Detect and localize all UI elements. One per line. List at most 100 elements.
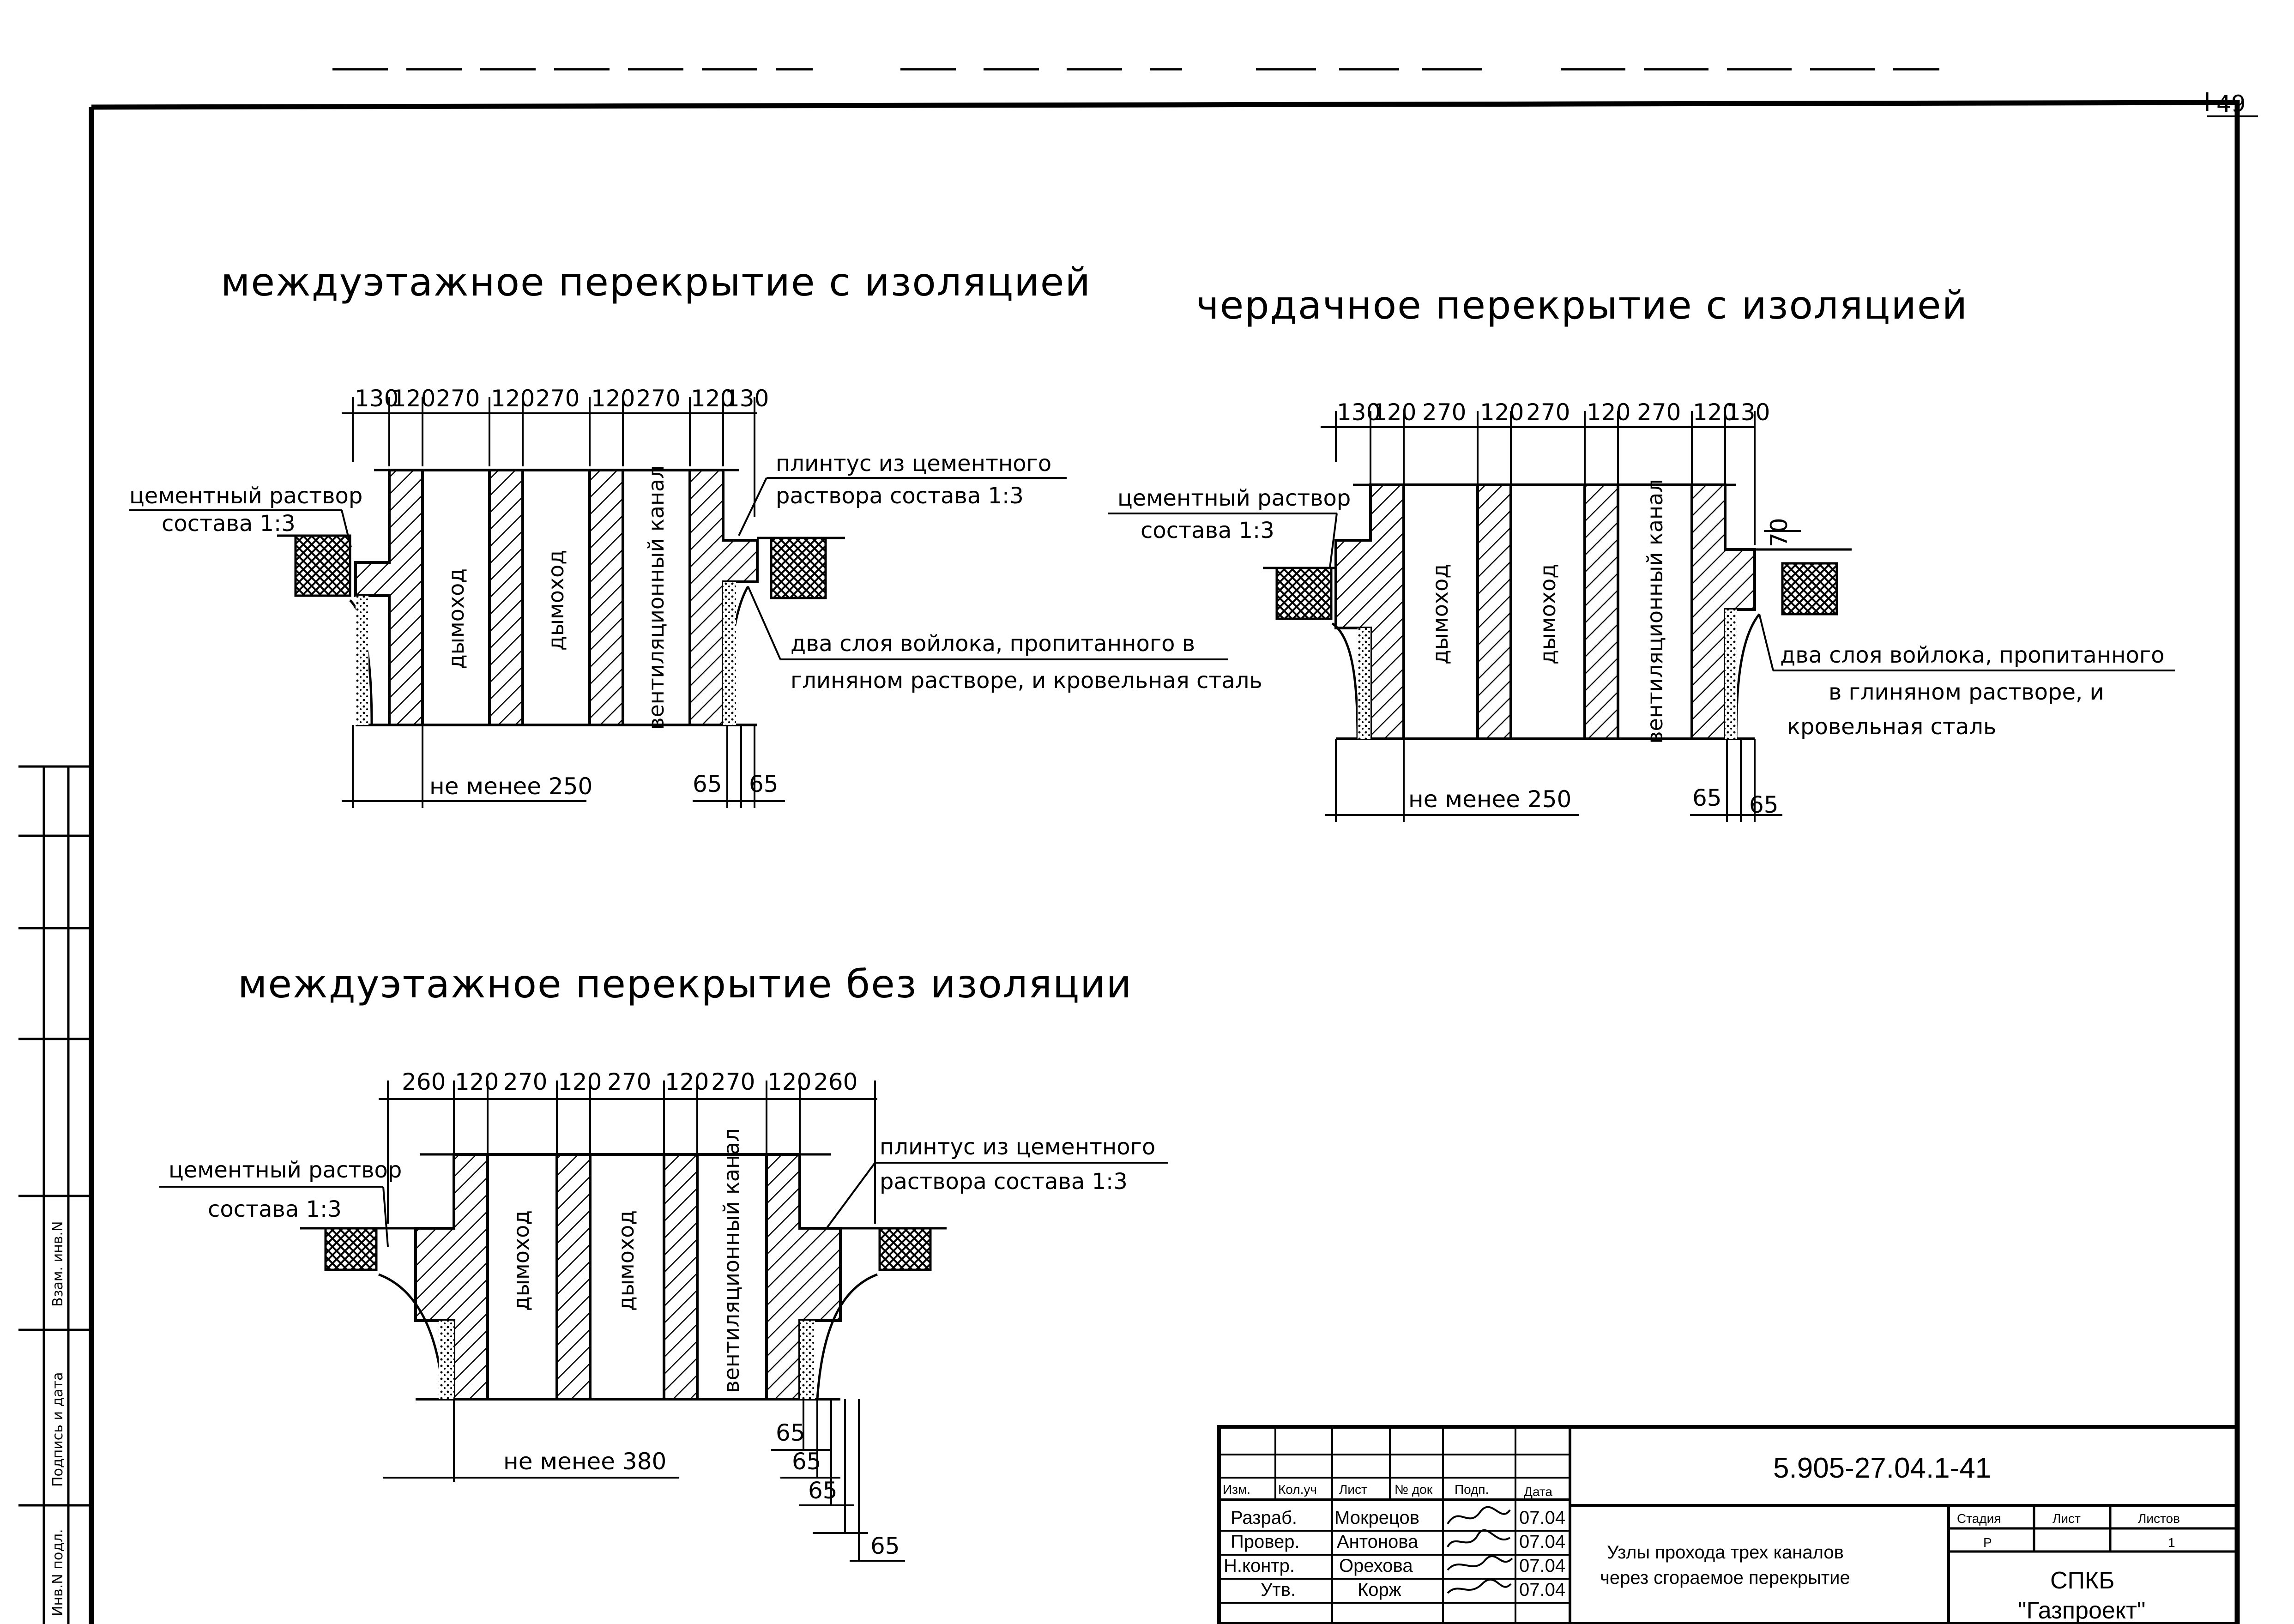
tb-org-line2: "Газпроект" bbox=[2018, 1597, 2145, 1624]
dim-top-5: 270 bbox=[1526, 399, 1570, 426]
note-plinth-line2: раствора состава 1:3 bbox=[880, 1169, 1128, 1195]
dim-top-9: 130 bbox=[1726, 399, 1770, 426]
tb-stage-header: Стадия bbox=[1957, 1511, 2001, 1526]
dim-top-2: 120 bbox=[392, 385, 435, 412]
dim-65-d: 65 bbox=[870, 1533, 900, 1559]
page-number-box: 49 bbox=[2206, 91, 2258, 117]
dim-70: 70 bbox=[1766, 518, 1793, 547]
tb-sheets-total: 1 bbox=[2168, 1535, 2175, 1550]
dim-min-250: не менее 250 bbox=[1408, 786, 1571, 813]
note-felt-line1: два слоя войлока, пропитанного bbox=[1780, 642, 2164, 668]
tb-date-approved: 07.04 bbox=[1519, 1580, 1565, 1600]
dim-65-a: 65 bbox=[776, 1419, 805, 1446]
floor-planks bbox=[300, 1227, 947, 1400]
dim-top-5: 270 bbox=[536, 385, 580, 412]
tb-role-developer: Разраб. bbox=[1231, 1508, 1297, 1528]
tb-sheets-header: Листов bbox=[2138, 1511, 2180, 1526]
channel-label-3: вентиляционный канал bbox=[1642, 479, 1667, 743]
tb-header-date: Дата bbox=[1524, 1485, 1552, 1499]
note-mortar-line2: состава 1:3 bbox=[1141, 518, 1274, 543]
tb-header-doc: № док bbox=[1395, 1482, 1433, 1497]
note-mortar-line2: состава 1:3 bbox=[162, 511, 296, 537]
tb-date-developer: 07.04 bbox=[1519, 1508, 1565, 1528]
note-plinth-line1: плинтус из цементного bbox=[776, 451, 1051, 477]
dim-top-7: 270 bbox=[636, 385, 680, 412]
dim-top-6: 120 bbox=[591, 385, 635, 412]
tb-role-normcontrol: Н.контр. bbox=[1224, 1556, 1295, 1576]
dim-top-7: 270 bbox=[711, 1069, 755, 1095]
dim-top-2: 120 bbox=[1372, 399, 1416, 426]
dim-top-3: 270 bbox=[503, 1069, 547, 1095]
tb-role-approved: Утв. bbox=[1261, 1580, 1296, 1600]
dim-65-b: 65 bbox=[749, 771, 779, 797]
note-felt-line2: глиняном растворе, и кровельная сталь bbox=[791, 668, 1262, 694]
dim-top-6: 120 bbox=[665, 1069, 709, 1095]
tb-name-approved: Корж bbox=[1358, 1580, 1401, 1600]
note-mortar-line1: цементный раствор bbox=[169, 1157, 402, 1183]
tb-stage-value: Р bbox=[1983, 1535, 1992, 1550]
view-interfloor-without-insulation: междуэтажное перекрытие без изоляции 260… bbox=[159, 961, 1168, 1562]
side-stamp-replacement-inv: Взам. инв.N bbox=[50, 1221, 66, 1307]
channel-label-2: дымоход bbox=[614, 1210, 639, 1311]
channel-label-3: вентиляционный канал bbox=[644, 465, 669, 730]
view-interfloor-with-insulation: междуэтажное перекрытие с изоляцией 130 … bbox=[129, 260, 1262, 808]
tb-date-normcontrol: 07.04 bbox=[1519, 1556, 1565, 1576]
dim-top-8: 120 bbox=[1693, 399, 1737, 426]
dim-top-2: 120 bbox=[455, 1069, 499, 1095]
note-felt-line1: два слоя войлока, пропитанного в bbox=[791, 631, 1195, 657]
tb-description-line1: Узлы прохода трех каналов bbox=[1607, 1542, 1844, 1563]
dim-top-5: 270 bbox=[607, 1069, 651, 1095]
view-title: междуэтажное перекрытие без изоляции bbox=[238, 961, 1132, 1007]
chimney-section bbox=[414, 1153, 842, 1401]
dim-min-380: не менее 380 bbox=[503, 1448, 666, 1475]
note-felt-line2: в глиняном растворе, и bbox=[1829, 679, 2104, 705]
tb-name-checker: Антонова bbox=[1337, 1532, 1419, 1552]
dim-top-6: 120 bbox=[1587, 399, 1630, 426]
title-block bbox=[1217, 1425, 2239, 1624]
dim-top-8: 120 bbox=[691, 385, 735, 412]
floor-insulation bbox=[1263, 548, 1852, 739]
note-felt-line3: кровельная сталь bbox=[1787, 714, 1996, 740]
channel-label-1: дымоход bbox=[509, 1210, 534, 1311]
channel-label-3: вентиляционный канал bbox=[719, 1128, 744, 1393]
dim-top-7: 270 bbox=[1637, 399, 1681, 426]
dim-top-3: 270 bbox=[436, 385, 480, 412]
dim-65-a: 65 bbox=[693, 771, 722, 797]
dim-top-4: 120 bbox=[558, 1069, 602, 1095]
note-plinth-line1: плинтус из цементного bbox=[880, 1134, 1155, 1160]
dim-65-c: 65 bbox=[808, 1477, 838, 1504]
channel-label-2: дымоход bbox=[1535, 564, 1560, 664]
view-attic-with-insulation: чердачное перекрытие с изоляцией 130 120… bbox=[1108, 283, 2175, 822]
dim-65-b: 65 bbox=[792, 1448, 821, 1475]
dim-top-4: 120 bbox=[491, 385, 535, 412]
floor-insulation bbox=[277, 534, 845, 725]
page-number: 49 bbox=[2216, 91, 2246, 117]
tb-header-signature: Подп. bbox=[1455, 1482, 1489, 1497]
chimney-section bbox=[1334, 483, 1756, 740]
tb-header-count: Кол.уч bbox=[1278, 1482, 1317, 1497]
note-mortar-line1: цементный раствор bbox=[129, 483, 362, 509]
channel-label-2: дымоход bbox=[543, 550, 568, 651]
side-stamp bbox=[18, 765, 91, 1624]
dim-top-4: 120 bbox=[1480, 399, 1524, 426]
tb-description-line2: через сгораемое перекрытие bbox=[1600, 1568, 1850, 1588]
note-mortar-line1: цементный раствор bbox=[1117, 485, 1351, 511]
tb-header-sheet: Лист bbox=[1339, 1482, 1367, 1497]
tb-document-code: 5.905-27.04.1-41 bbox=[1773, 1452, 1991, 1484]
side-stamp-signature-date: Подпись и дата bbox=[50, 1372, 66, 1487]
tb-name-normcontrol: Орехова bbox=[1339, 1556, 1413, 1576]
tb-role-checker: Провер. bbox=[1231, 1532, 1300, 1552]
tb-name-developer: Мокрецов bbox=[1334, 1508, 1419, 1528]
dim-top-9: 260 bbox=[814, 1069, 857, 1095]
channel-label-1: дымоход bbox=[444, 568, 469, 669]
signature-marks bbox=[1447, 1506, 1513, 1594]
view-title: чердачное перекрытие с изоляцией bbox=[1196, 283, 1968, 328]
dim-top-1: 260 bbox=[402, 1069, 446, 1095]
side-stamp-original-inv: Инв.N подл. bbox=[50, 1529, 66, 1616]
dim-65-b: 65 bbox=[1749, 791, 1779, 818]
tb-header-change: Изм. bbox=[1223, 1482, 1250, 1497]
note-plinth-line2: раствора состава 1:3 bbox=[776, 483, 1024, 509]
dim-top-1: 130 bbox=[355, 385, 398, 412]
channel-label-1: дымоход bbox=[1428, 564, 1453, 664]
